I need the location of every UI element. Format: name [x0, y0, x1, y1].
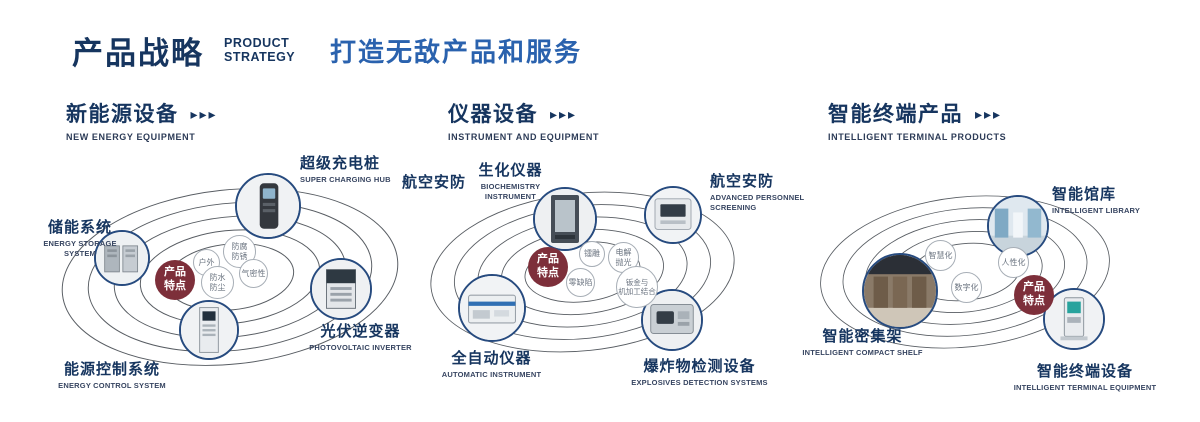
feature-bubble: 防水 防尘	[201, 266, 234, 299]
product-label-personnel-screening: 航空安防 ADVANCED PERSONNEL SCREENING	[710, 173, 805, 212]
super-charging-hub-photo	[235, 173, 301, 239]
product-label-explosives-detection: 爆炸物检测设备 EXPLOSIVES DETECTION SYSTEMS	[631, 358, 768, 387]
intelligent-terminal-photo	[1043, 288, 1105, 350]
product-label-automatic-instrument: 全自动仪器 AUTOMATIC INSTRUMENT	[441, 350, 542, 379]
chevron-right-icons: ▸▸▸	[190, 106, 218, 122]
explosives-detection-photo	[641, 289, 703, 351]
product-label-energy-storage: 储能系统 ENERGY STORAGE SYSTEM	[43, 219, 117, 258]
chevron-right-icons: ▸▸▸	[550, 106, 578, 122]
product-features-badge: 产品 特点	[1014, 275, 1054, 315]
feature-bubble: 人性化	[998, 247, 1029, 278]
feature-bubble: 钣金与 机加工结合	[616, 266, 658, 308]
chevron-right-icons: ▸▸▸	[975, 106, 1003, 122]
product-label-super-charging-hub: 超级充电桩 SUPER CHARGING HUB	[300, 155, 391, 184]
biochemistry-instrument-photo	[533, 187, 597, 251]
section-title: 仪器设备	[448, 103, 538, 126]
page-tagline: 打造无敌产品和服务	[330, 37, 583, 67]
personnel-screening-photo	[644, 186, 702, 244]
section-head-intelligent-terminal: 智能终端产品 ▸▸▸ INTELLIGENT TERMINAL PRODUCTS	[828, 98, 1006, 142]
product-label-photovoltaic-inverter: 光伏逆变器 PHOTOVOLTAIC INVERTER	[309, 323, 412, 352]
product-label-intelligent-terminal: 智能终端设备 INTELLIGENT TERMINAL EQUIPMENT	[1013, 363, 1157, 392]
automatic-instrument-photo	[458, 274, 526, 342]
photovoltaic-inverter-photo	[310, 258, 372, 320]
feature-bubble: 智慧化	[925, 240, 956, 271]
section-head-new-energy: 新能源设备 ▸▸▸ NEW ENERGY EQUIPMENT	[66, 98, 218, 142]
side-label-aviation-security: 航空安防	[402, 174, 467, 191]
energy-storage-photo	[94, 230, 150, 286]
feature-bubble: 镭雕	[579, 241, 605, 267]
product-label-biochemistry: 生化仪器 BIOCHEMISTRY INSTRUMENT	[478, 162, 543, 201]
feature-bubble: 零缺陷	[566, 268, 595, 297]
energy-control-system-photo	[179, 300, 239, 360]
intelligent-compact-shelf-photo	[862, 253, 938, 329]
product-features-badge: 产品 特点	[155, 260, 195, 300]
section-title: 新能源设备	[66, 103, 179, 126]
section-subtitle: INTELLIGENT TERMINAL PRODUCTS	[828, 132, 1007, 142]
product-label-compact-shelf: 智能密集架 INTELLIGENT COMPACT SHELF	[802, 328, 923, 357]
feature-bubble: 气密性	[239, 259, 268, 288]
product-label-energy-control-system: 能源控制系统 ENERGY CONTROL SYSTEM	[58, 361, 166, 390]
product-label-intelligent-library: 智能馆库 INTELLIGENT LIBRARY	[1052, 186, 1141, 215]
section-head-instruments: 仪器设备 ▸▸▸ INSTRUMENT AND EQUIPMENT	[448, 98, 599, 142]
section-subtitle: INSTRUMENT AND EQUIPMENT	[448, 132, 600, 142]
section-subtitle: NEW ENERGY EQUIPMENT	[66, 132, 196, 142]
page-title: 产品战略	[72, 36, 204, 71]
product-features-badge: 产品 特点	[528, 247, 568, 287]
feature-bubble: 数字化	[951, 272, 982, 303]
section-title: 智能终端产品	[828, 103, 963, 126]
page-subtitle: PRODUCT STRATEGY	[224, 36, 296, 64]
